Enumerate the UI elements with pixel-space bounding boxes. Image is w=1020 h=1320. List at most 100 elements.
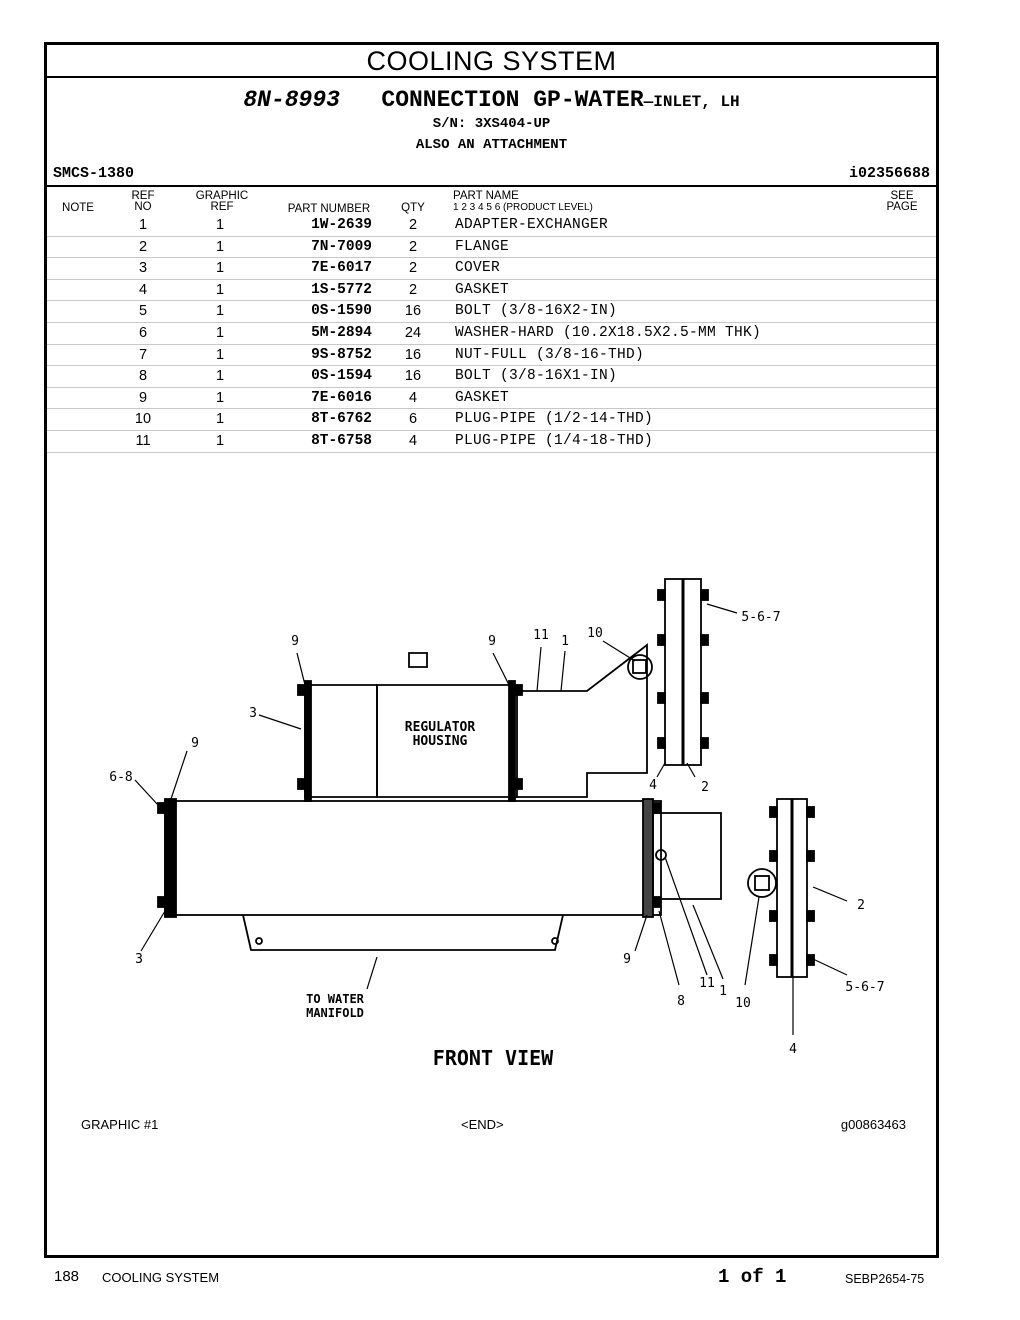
part-name-cell: GASKET <box>455 281 510 298</box>
manifold-label-2: MANIFOLD <box>306 1006 364 1020</box>
graphic-ref-cell: 1 <box>215 389 225 406</box>
col-note: NOTE <box>62 202 94 214</box>
part-number-cell: 7E-6016 <box>311 389 372 406</box>
ref-no-cell: 3 <box>138 260 148 277</box>
regulator-label-2: HOUSING <box>413 734 468 749</box>
callout-2b: 2 <box>857 898 865 913</box>
footer-doc-number: SEBP2654-75 <box>845 1272 925 1286</box>
callout-567b: 5-6-7 <box>845 980 884 995</box>
callout-10a: 10 <box>587 626 603 641</box>
callout-8: 8 <box>677 994 685 1009</box>
part-name-cell: WASHER-HARD (10.2X18.5X2.5-MM THK) <box>455 324 762 341</box>
col-ref-line1: REF <box>131 190 155 202</box>
part-number-cell: 7E-6017 <box>311 260 372 277</box>
part-number-cell: 8T-6762 <box>311 411 372 428</box>
part-number-cell: 8T-6758 <box>311 432 372 449</box>
left-gasket <box>164 798 177 918</box>
lower-plug-boss <box>747 868 777 898</box>
callout-9d: 9 <box>623 952 631 967</box>
ref-no-cell: 6 <box>138 324 148 341</box>
group-name-suffix: —INLET, LH <box>643 93 740 111</box>
ref-no-cell: 9 <box>138 389 148 406</box>
callout-2a: 2 <box>701 780 709 795</box>
manifold-label-1: TO WATER <box>306 992 365 1006</box>
ref-no-cell: 5 <box>138 303 148 320</box>
callout-1b: 1 <box>719 984 727 999</box>
callout-9c: 9 <box>191 736 199 751</box>
graphic-ref-cell: 1 <box>215 432 225 449</box>
ref-no-cell: 2 <box>138 238 148 255</box>
upper-plug-boss <box>627 654 653 680</box>
ref-no-cell: 10 <box>134 411 152 428</box>
part-name-cell: FLANGE <box>455 238 510 255</box>
callout-11a: 11 <box>533 628 549 643</box>
graphic-number: GRAPHIC #1 <box>81 1117 159 1132</box>
qty-cell: 2 <box>408 281 418 298</box>
graphic-ref-cell: 1 <box>215 303 225 320</box>
qty-cell: 16 <box>404 346 422 363</box>
col-see-line2: PAGE <box>886 201 918 213</box>
graphic-ref-cell: 1 <box>215 411 225 428</box>
manifold-outlet <box>242 914 564 951</box>
outlet-elbow-lower <box>652 812 722 900</box>
part-number-cell: 7N-7009 <box>311 238 372 255</box>
col-part-name-label: PART NAME <box>453 190 519 202</box>
graphic-ref-cell: 1 <box>215 260 225 277</box>
regulator-label-1: REGULATOR <box>405 720 476 735</box>
callout-10b: 10 <box>735 996 751 1011</box>
graphic-ref-cell: 1 <box>215 324 225 341</box>
part-name-cell: BOLT (3/8-16X1-IN) <box>455 368 618 385</box>
group-part-number: 8N-8993 <box>243 87 340 113</box>
graphic-ref-cell: 1 <box>215 238 225 255</box>
ref-no-cell: 7 <box>138 346 148 363</box>
front-view-drawing: 9 9 11 1 10 5-6-7 3 9 6-8 4 2 3 9 8 11 1… <box>109 578 885 1070</box>
info-ref-id: i02356688 <box>848 165 930 182</box>
qty-cell: 24 <box>404 324 422 341</box>
qty-cell: 2 <box>408 238 418 255</box>
part-name-cell: BOLT (3/8-16X2-IN) <box>455 303 618 320</box>
footer-page-count: 1 of 1 <box>718 1266 787 1288</box>
graphic-ref-cell: 1 <box>215 368 225 385</box>
graphic-ref-cell: 1 <box>215 217 225 233</box>
part-name-cell: COVER <box>455 260 501 277</box>
regulator-housing-left <box>304 684 378 798</box>
header-divider <box>47 185 936 187</box>
graphic-id: g00863463 <box>840 1117 906 1132</box>
part-number-cell: 1S-5772 <box>311 281 372 298</box>
regulator-cap <box>408 652 428 668</box>
part-number-cell: 0S-1594 <box>311 368 372 385</box>
group-title: 8N-8993 CONNECTION GP-WATER—INLET, LH <box>47 87 936 113</box>
ref-no-cell: 1 <box>138 217 148 233</box>
callout-11b: 11 <box>699 976 715 991</box>
ref-no-cell: 11 <box>135 432 151 449</box>
smcs-code: SMCS-1380 <box>53 165 135 182</box>
leader-lines <box>134 603 848 1035</box>
col-qty: QTY <box>401 202 425 214</box>
serial-range: S/N: 3XS404-UP <box>432 116 551 132</box>
col-see-line1: SEE <box>890 190 914 202</box>
callout-4b: 4 <box>789 1042 797 1057</box>
graphic-end: <END> <box>461 1117 504 1132</box>
drawing-lines <box>134 578 848 1035</box>
qty-cell: 4 <box>408 432 418 449</box>
right-gasket <box>642 798 654 918</box>
qty-cell: 2 <box>408 260 418 277</box>
group-name: CONNECTION GP-WATER <box>381 87 644 113</box>
footer-page-number: 188 <box>54 1268 80 1285</box>
part-number-cell: 0S-1590 <box>311 303 372 320</box>
callout-3b: 3 <box>135 952 143 967</box>
view-label: FRONT VIEW <box>433 1046 554 1070</box>
col-ref-line2: NO <box>134 201 152 213</box>
col-part-number: PART NUMBER <box>287 203 371 215</box>
